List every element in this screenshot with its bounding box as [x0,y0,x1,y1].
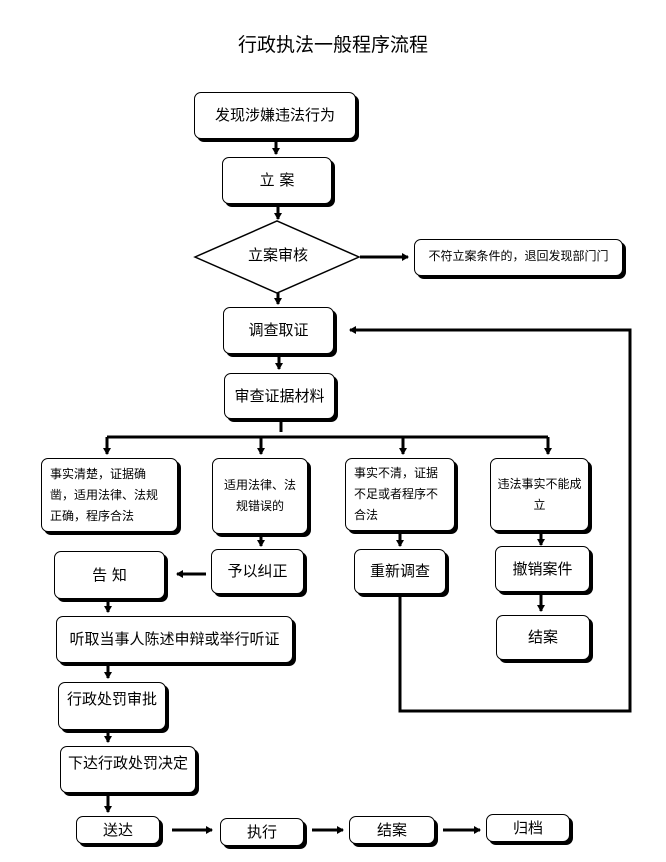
examine-box: 审查证据材料 [224,373,335,419]
close-case-box: 结案 [349,816,435,844]
notify-box: 告 知 [54,551,165,599]
hearing-box: 听取当事人陈述申辩或举行听证 [56,616,293,663]
reinvestigate-box: 重新调查 [354,549,446,594]
deliver-box: 送达 [76,816,160,844]
review-decision-label: 立案审核 [247,246,308,264]
branch-not-established-box: 违法事实不能成立 [490,458,589,531]
archive-box: 归档 [486,814,570,842]
discover-box: 发现涉嫌违法行为 [194,92,356,139]
branch-facts-clear-box: 事实清楚，证据确凿，适用法律、法规正确，程序合法 [41,458,178,532]
register-box: 立 案 [222,157,332,204]
correct-box: 予以纠正 [211,549,304,594]
execute-box: 执行 [220,818,304,846]
revoke-box: 撤销案件 [495,546,590,592]
branch-law-error-box: 适用法律、法规错误的 [212,458,308,534]
branch-facts-unclear-box: 事实不清，证据不足或者程序不合法 [345,458,455,531]
review-diamond [193,220,361,294]
reject-box: 不符立案条件的，退回发现部门门 [414,239,623,276]
page-title: 行政执法一般程序流程 [237,34,428,56]
decision-box: 下达行政处罚决定 [60,746,196,793]
approve-box: 行政处罚审批 [58,682,166,730]
investigate-box: 调查取证 [223,307,334,354]
close-case-right-box: 结案 [496,615,590,660]
